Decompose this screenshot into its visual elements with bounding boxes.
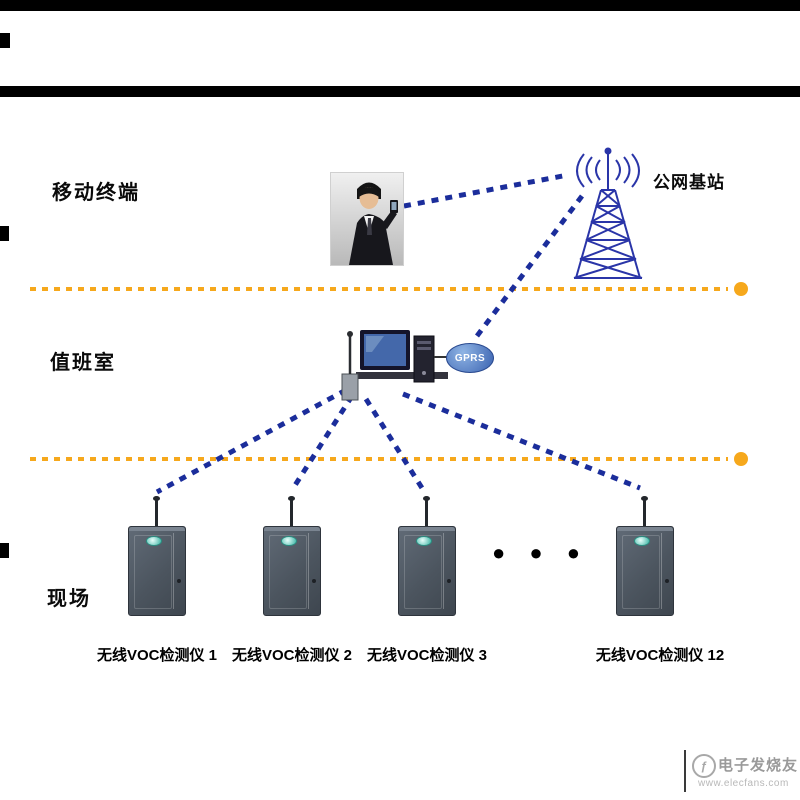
base-station-label: 公网基站 <box>653 173 725 192</box>
watermark: ƒ 电子发烧友 www.elecfans.com <box>684 748 800 796</box>
link-duty-to-detector-2 <box>289 394 355 492</box>
watermark-site: www.elecfans.com <box>698 778 789 789</box>
more-detectors-ellipsis: ● ● ● <box>492 540 590 565</box>
artifact-second-bar <box>0 86 800 97</box>
watermark-logo-icon: ƒ <box>692 754 716 778</box>
cabinet-antenna-icon <box>423 496 430 528</box>
detector-label-1: 无线VOC检测仪 1 <box>96 647 217 664</box>
cabinet-antenna-icon <box>288 496 295 528</box>
voc-detector-cabinet-2 <box>263 496 321 616</box>
detector-label-2: 无线VOC检测仪 2 <box>231 647 352 664</box>
artifact-left-square-1 <box>0 33 10 48</box>
link-phone-to-tower <box>403 172 569 209</box>
voc-detector-cabinet-1 <box>128 496 186 616</box>
artifact-left-square-3 <box>0 543 9 558</box>
link-duty-to-detector-12 <box>402 391 641 491</box>
artifact-top-bar <box>0 0 800 11</box>
cabinet-antenna-icon <box>641 496 648 528</box>
duty-room-computer-icon <box>341 330 448 401</box>
divider-line-lower <box>30 452 748 466</box>
artifact-left-square-2 <box>0 226 9 241</box>
divider-line-upper <box>30 282 748 296</box>
cabinet-logo-icon <box>281 536 297 546</box>
section-label-duty-room: 值班室 <box>50 352 116 374</box>
cabinet-body <box>398 526 456 616</box>
cabinet-body <box>616 526 674 616</box>
voc-detector-cabinet-3 <box>398 496 456 616</box>
person-with-phone-photo <box>330 172 404 266</box>
section-label-field-site: 现场 <box>47 588 91 610</box>
detector-label-3: 无线VOC检测仪 3 <box>366 647 487 664</box>
watermark-brand: 电子发烧友 <box>718 757 799 774</box>
cabinet-body <box>263 526 321 616</box>
link-duty-to-detector-1 <box>155 387 348 495</box>
gprs-module: GPRS <box>446 343 494 373</box>
base-station-tower-icon <box>573 147 643 279</box>
link-duty-to-detector-3 <box>363 397 425 490</box>
section-label-mobile-terminal: 移动终端 <box>52 182 140 204</box>
watermark-separator <box>684 750 686 792</box>
cabinet-logo-icon <box>416 536 432 546</box>
detector-label-12: 无线VOC检测仪 12 <box>595 647 725 664</box>
cabinet-antenna-icon <box>153 496 160 528</box>
person-illustration <box>349 182 398 265</box>
link-tower-to-gprs <box>472 194 584 342</box>
cabinet-logo-icon <box>634 536 650 546</box>
voc-detector-cabinet-12 <box>616 496 674 616</box>
cabinet-body <box>128 526 186 616</box>
cabinet-logo-icon <box>146 536 162 546</box>
